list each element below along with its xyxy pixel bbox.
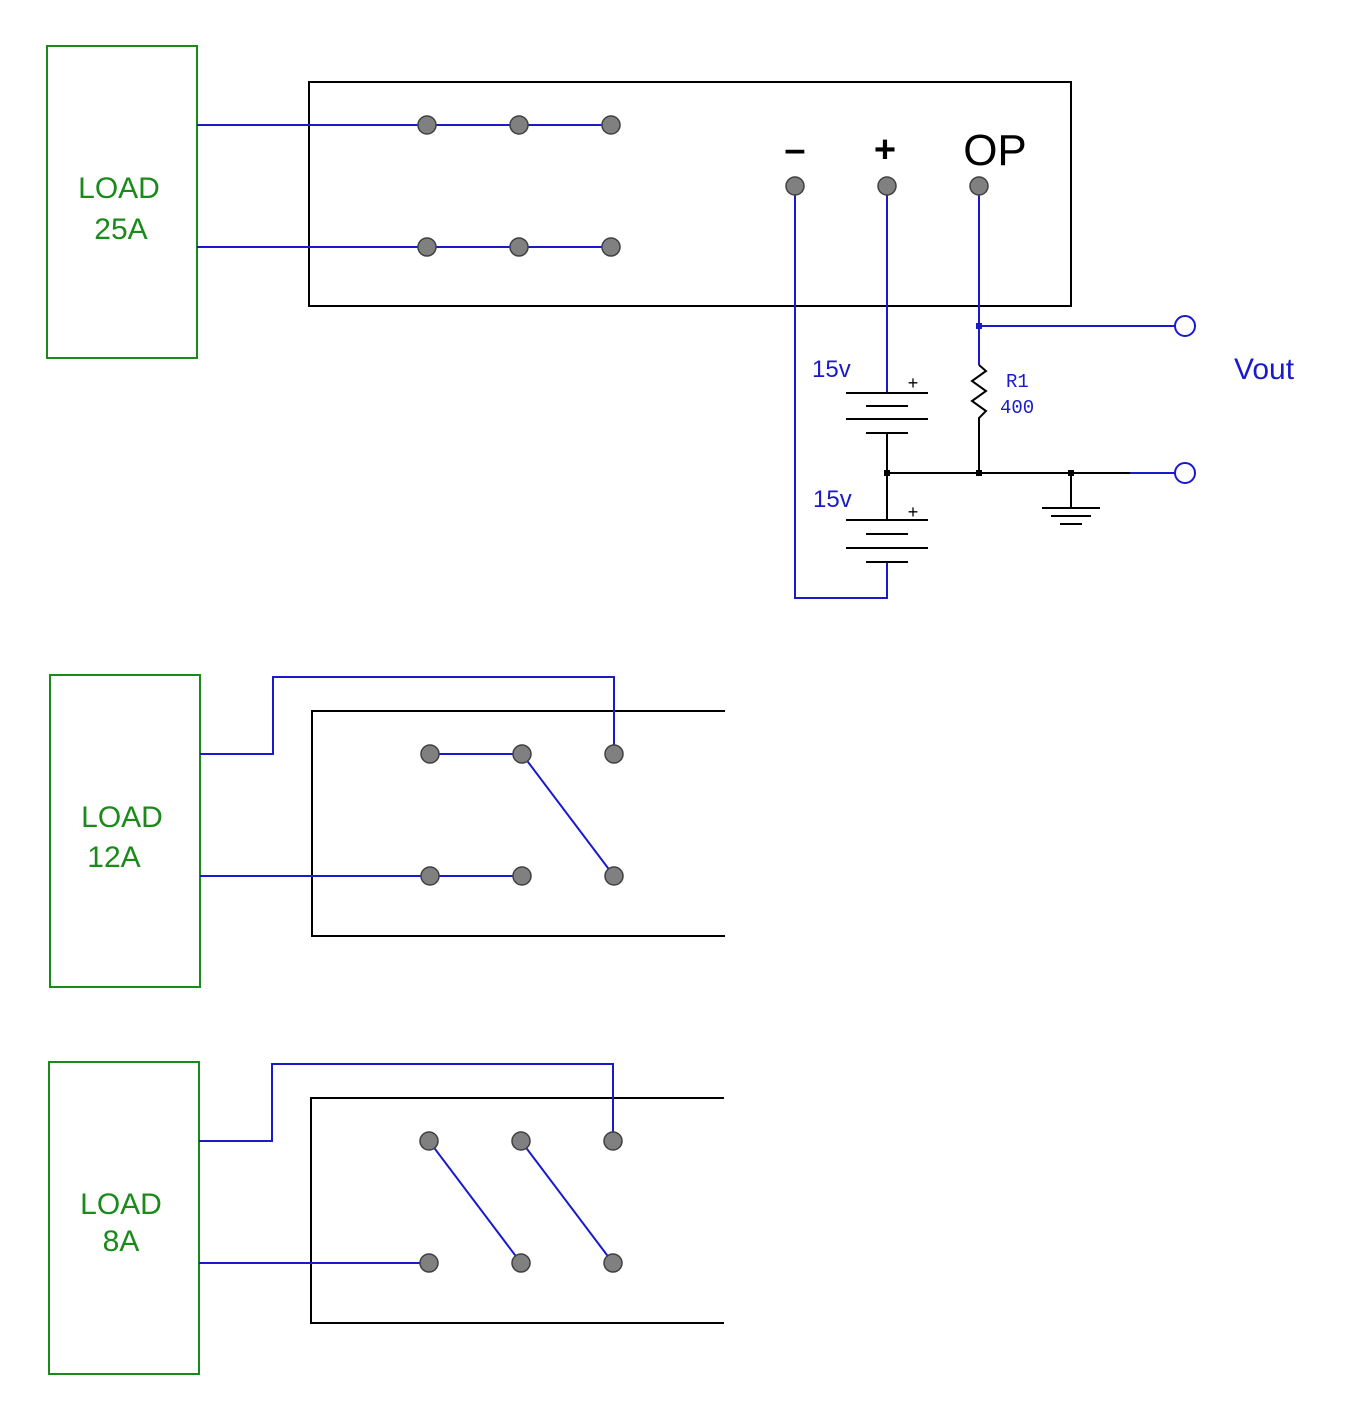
load-box-12a (49, 674, 201, 988)
resistor-name: R1 (1006, 371, 1029, 393)
current-sensor-body-partial (310, 1097, 724, 1324)
current-sensor-body (308, 81, 1072, 307)
battery-lower (846, 519, 928, 563)
battery-lower-voltage: 15v (813, 486, 852, 513)
vout-label: Vout (1234, 353, 1295, 386)
ground-icon (1042, 473, 1100, 525)
section-25a: LOAD 25A – + OP 15 (46, 45, 1295, 599)
junction-dot (976, 323, 982, 329)
sensor-pin-plus (877, 176, 897, 196)
pin-minus-label: – (784, 129, 805, 171)
wire-jumper-diagonal (428, 1140, 522, 1264)
terminal-pin (604, 866, 624, 886)
load-box-8a (48, 1061, 200, 1375)
wire-minus-supply (794, 186, 888, 599)
load-box-25a (46, 45, 198, 359)
battery-upper-polarity: + (908, 373, 919, 393)
section-8a: LOAD 8A (48, 1061, 724, 1375)
pin-output-label: OP (963, 126, 1027, 175)
terminal-pin (601, 115, 621, 135)
resistor-value: 400 (1000, 397, 1034, 419)
terminal-pin (603, 1253, 623, 1273)
resistor-r1 (970, 364, 988, 473)
terminal-pin (511, 1253, 531, 1273)
terminal-pin (509, 115, 529, 135)
battery-lower-polarity: + (908, 502, 919, 522)
terminal-pin (420, 866, 440, 886)
load-label-12a: LOAD (81, 801, 163, 834)
load-current-25a: 25A (94, 213, 147, 246)
wire-load-feed (200, 676, 615, 755)
terminal-pin (604, 744, 624, 764)
load-current-12a: 12A (87, 841, 140, 874)
load-label-8a: LOAD (80, 1188, 162, 1221)
terminal-pin (512, 866, 532, 886)
terminal-pin (511, 1131, 531, 1151)
terminal-pin (512, 744, 532, 764)
terminal-pin (419, 1253, 439, 1273)
section-12a: LOAD 12A (49, 674, 725, 988)
terminal-pin (603, 1131, 623, 1151)
junction-dot (884, 470, 890, 476)
terminal-pin (509, 237, 529, 257)
junction-dot (976, 470, 982, 476)
terminal-pin (417, 237, 437, 257)
terminal-pin (419, 1131, 439, 1151)
current-sensor-body-partial (311, 710, 725, 937)
terminal-pin (420, 744, 440, 764)
pin-plus-label: + (874, 129, 896, 171)
load-current-8a: 8A (103, 1225, 140, 1258)
wire-load-feed (199, 1063, 614, 1142)
wire-jumper-diagonal (520, 1140, 614, 1264)
vout-terminal-positive (1174, 315, 1196, 337)
terminal-pin (417, 115, 437, 135)
battery-upper (846, 392, 928, 520)
sensor-pin-minus (785, 176, 805, 196)
battery-upper-voltage: 15v (812, 356, 851, 383)
vout-terminal-negative (1174, 462, 1196, 484)
terminal-pin (601, 237, 621, 257)
wire-jumper-diagonal (521, 753, 615, 877)
sensor-pin-output (969, 176, 989, 196)
load-label-25a: LOAD (78, 172, 160, 205)
